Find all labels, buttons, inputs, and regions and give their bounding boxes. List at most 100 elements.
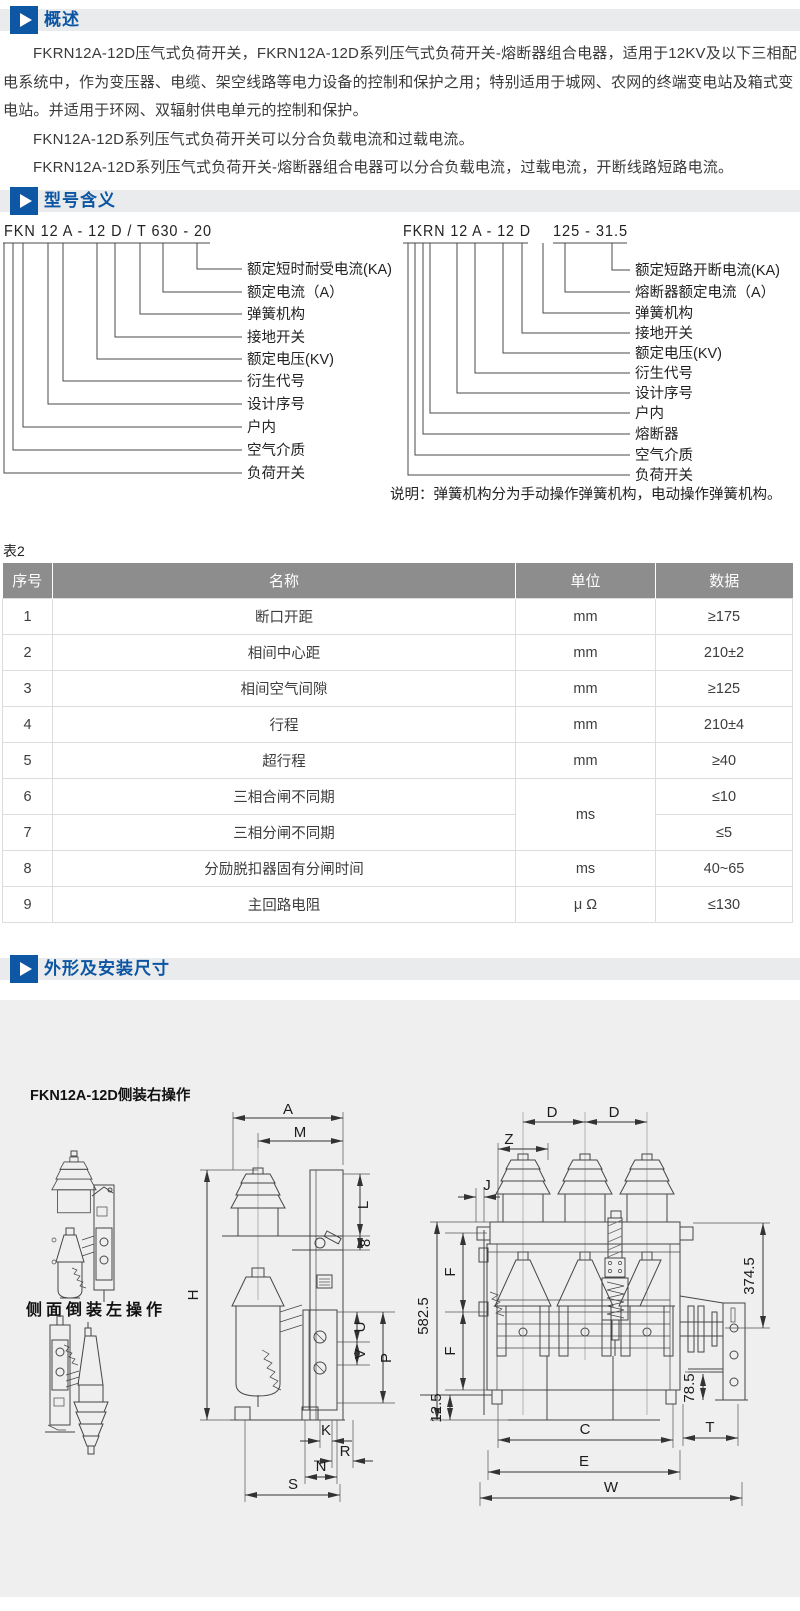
- table-row: 6 三相合闸不同期 ms ≤10: [2, 778, 793, 851]
- dim-label: C: [580, 1421, 591, 1438]
- overview-paragraphs: FKRN12A-12D压气式负荷开关，FKRN12A-12D系列压气式负荷开关-…: [0, 40, 800, 183]
- cell-value: 210±4: [655, 706, 793, 743]
- model-label: 户内: [635, 405, 664, 422]
- cell-value: ≥175: [655, 598, 793, 635]
- dim-label: T: [705, 1419, 714, 1436]
- col-header-no: 序号: [2, 563, 53, 599]
- cell-no: 5: [2, 742, 53, 779]
- dim-label: 374.5: [741, 1257, 758, 1295]
- cell-name: 分励脱扣器固有分闸时间: [52, 850, 516, 887]
- model-label: 设计序号: [635, 385, 693, 402]
- dim-label: L: [355, 1201, 372, 1209]
- model-code-right-suffix: 125 - 31.5: [553, 223, 628, 240]
- dim-label: D: [609, 1104, 620, 1121]
- dim-label: U: [352, 1322, 369, 1333]
- model-diagram-right: FKRN 12 A - 12 D 125 - 31.5 额定短路开断电流(KA)…: [390, 223, 782, 503]
- dim-label: D: [547, 1104, 558, 1121]
- model-note: 说明：弹簧机构分为手动操作弹簧机构，电动操作弹簧机构。: [390, 486, 782, 503]
- model-diagram-left: FKN 12 A - 12 D / T 630 - 20 额定短时耐受电流(KA…: [3, 223, 392, 482]
- model-label: 设计序号: [247, 396, 305, 413]
- dim-label: Z: [504, 1131, 513, 1148]
- cell-unit: mm: [515, 706, 656, 743]
- dim-label: E: [579, 1453, 589, 1470]
- model-label: 额定短时耐受电流(KA): [247, 261, 392, 278]
- side-view-drawing: A M: [185, 1101, 395, 1502]
- cell-unit-merged: ms: [515, 778, 656, 851]
- cell-value: ≤130: [655, 886, 793, 923]
- dim-label: V: [352, 1349, 369, 1359]
- section-arrow-icon: [10, 6, 38, 34]
- table-row: 1 断口开距 mm ≥175: [2, 598, 793, 635]
- col-header-name: 名称: [52, 563, 516, 599]
- section-header-outline: 外形及安装尺寸: [0, 955, 800, 983]
- dim-label: 582.5: [415, 1297, 432, 1335]
- model-label: 额定短路开断电流(KA): [635, 262, 780, 279]
- cell-no: 4: [2, 706, 53, 743]
- cell-no: 7: [2, 814, 53, 851]
- play-triangle-icon: [19, 194, 32, 208]
- cell-name: 三相合闸不同期: [52, 778, 516, 815]
- dim-label: R: [340, 1443, 351, 1460]
- drawing-caption-right-operation: FKN12A-12D侧装右操作: [30, 1088, 191, 1104]
- dim-label: H: [185, 1290, 202, 1301]
- model-label: 弹簧机构: [635, 305, 693, 322]
- model-meaning-diagram: FKN 12 A - 12 D / T 630 - 20 额定短时耐受电流(KA…: [3, 223, 782, 503]
- play-triangle-icon: [19, 962, 32, 976]
- cell-no: 9: [2, 886, 53, 923]
- model-label: 负荷开关: [247, 465, 305, 482]
- table-row: 8 分励脱扣器固有分闸时间 ms 40~65: [2, 850, 793, 887]
- model-label: 衍生代号: [247, 373, 305, 390]
- model-label: 户内: [247, 419, 276, 436]
- table-header-row: 序号 名称 单位 数据: [2, 563, 793, 599]
- model-label: 接地开关: [247, 329, 305, 346]
- dim-label: F: [442, 1267, 459, 1276]
- technical-drawings: A M: [45, 1101, 770, 1506]
- cell-unit: mm: [515, 634, 656, 671]
- dim-label: 12.5: [428, 1393, 445, 1422]
- table-row: 2 相间中心距 mm 210±2: [2, 634, 793, 671]
- model-label: 弹簧机构: [247, 306, 305, 323]
- cell-unit: μ Ω: [515, 886, 656, 923]
- table-row: 9 主回路电阻 μ Ω ≤130: [2, 886, 793, 923]
- cell-name: 相间空气间隙: [52, 670, 516, 707]
- dim-label: F: [442, 1346, 459, 1355]
- outline-drawing-area: FKN12A-12D侧装右操作 侧面倒装左操作: [0, 1000, 800, 1597]
- table-row: 3 相间空气间隙 mm ≥125: [2, 670, 793, 707]
- section-header-model-meaning: 型号含义: [0, 187, 800, 215]
- table-row: 4 行程 mm 210±4: [2, 706, 793, 743]
- cell-name: 主回路电阻: [52, 886, 516, 923]
- small-drawing-inverted: [45, 1315, 109, 1455]
- table-row: 5 超行程 mm ≥40: [2, 742, 793, 779]
- section-title-model-meaning: 型号含义: [44, 191, 116, 210]
- dim-label: A: [283, 1101, 293, 1118]
- dim-label: 8: [357, 1239, 374, 1247]
- model-label: 衍生代号: [635, 365, 693, 382]
- overview-paragraph: FKN12A-12D系列压气式负荷开关可以分合负载电流和过载电流。: [33, 130, 474, 148]
- model-label: 熔断器额定电流（A）: [635, 284, 775, 301]
- col-header-unit: 单位: [515, 563, 656, 599]
- table-row: 7 三相分闸不同期 ≤5: [2, 814, 793, 851]
- overview-paragraph: FKRN12A-12D压气式负荷开关，FKRN12A-12D系列压气式负荷开关-…: [3, 45, 797, 119]
- model-label: 空气介质: [247, 442, 305, 459]
- front-view-drawing: D D Z J: [415, 1104, 770, 1506]
- cell-no: 6: [2, 778, 53, 815]
- dim-label: P: [378, 1353, 395, 1363]
- model-label: 熔断器: [635, 426, 679, 443]
- cell-name: 超行程: [52, 742, 516, 779]
- cell-name: 行程: [52, 706, 516, 743]
- cell-name: 相间中心距: [52, 634, 516, 671]
- dim-label: W: [604, 1479, 619, 1496]
- interrupter-cones: [494, 1251, 675, 1357]
- section-title-overview: 概述: [44, 10, 80, 29]
- cell-no: 8: [2, 850, 53, 887]
- cell-unit: mm: [515, 742, 656, 779]
- drawing-caption-left-operation: 侧面倒装左操作: [26, 1302, 167, 1319]
- model-label: 额定电压(KV): [635, 345, 722, 362]
- cell-name: 三相分闸不同期: [52, 814, 516, 851]
- model-label: 额定电压(KV): [247, 351, 334, 368]
- cell-unit: ms: [515, 850, 656, 887]
- dim-label: N: [316, 1458, 327, 1475]
- play-triangle-icon: [19, 13, 32, 27]
- model-label: 负荷开关: [635, 467, 693, 484]
- dim-label: S: [288, 1476, 298, 1493]
